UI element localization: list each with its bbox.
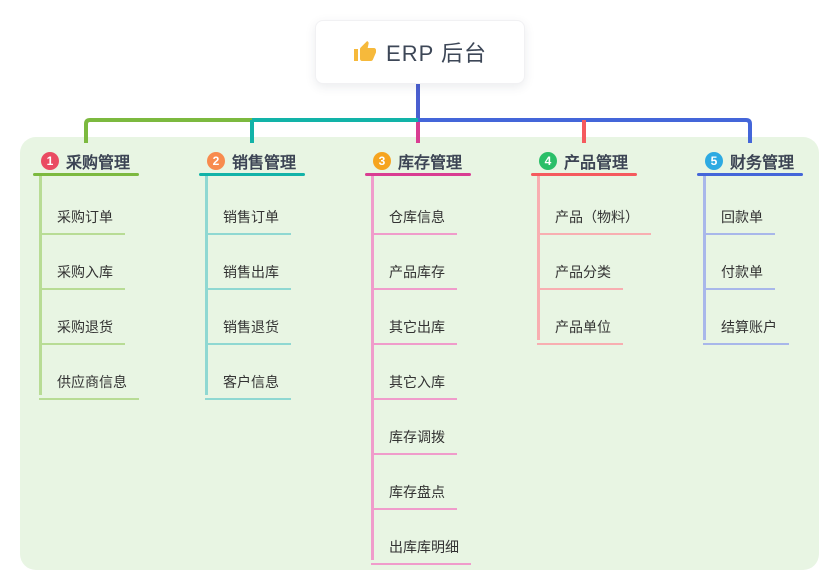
child-item[interactable]: 产品单位 [537, 309, 623, 345]
branch-number-badge: 1 [41, 152, 59, 170]
child-label: 其它入库 [389, 374, 445, 390]
branch-header-3[interactable]: 3 库存管理 [373, 149, 462, 175]
child-item[interactable]: 结算账户 [703, 309, 789, 345]
branch-header-5[interactable]: 5 财务管理 [705, 149, 794, 175]
branch-number-badge: 2 [207, 152, 225, 170]
child-label: 采购入库 [57, 264, 113, 280]
children-connector-line [205, 176, 208, 395]
child-label: 销售订单 [223, 209, 279, 225]
child-label: 库存盘点 [389, 484, 445, 500]
branches-background-panel [20, 137, 819, 570]
child-item[interactable]: 付款单 [703, 254, 775, 290]
branch-header-1[interactable]: 1 采购管理 [41, 149, 130, 175]
children-connector-line [371, 176, 374, 560]
child-item[interactable]: 采购退货 [39, 309, 125, 345]
child-label: 供应商信息 [57, 374, 127, 390]
children-connector-line [703, 176, 706, 340]
branch-number-badge: 5 [705, 152, 723, 170]
child-label: 产品（物料） [555, 209, 639, 225]
branch-label: 销售管理 [232, 155, 297, 172]
child-label: 库存调拨 [389, 429, 445, 445]
branch-number-badge: 3 [373, 152, 391, 170]
child-label: 结算账户 [721, 319, 777, 335]
children-connector-line [39, 176, 42, 395]
child-item[interactable]: 产品（物料） [537, 199, 651, 235]
root-node[interactable]: ERP 后台 [315, 20, 525, 84]
child-label: 产品单位 [555, 319, 611, 335]
child-label: 销售出库 [223, 264, 279, 280]
child-label: 回款单 [721, 209, 763, 225]
thumbs-up-icon-path [354, 41, 377, 61]
child-item[interactable]: 产品库存 [371, 254, 457, 290]
child-item[interactable]: 采购入库 [39, 254, 125, 290]
branch-label: 库存管理 [398, 155, 463, 172]
child-label: 出库库明细 [389, 539, 459, 555]
thumbs-up-icon [354, 41, 377, 61]
child-item[interactable]: 客户信息 [205, 364, 291, 400]
branch-number-badge: 4 [539, 152, 557, 170]
branch-header-4[interactable]: 4 产品管理 [539, 149, 628, 175]
child-item[interactable]: 库存盘点 [371, 474, 457, 510]
child-label: 付款单 [721, 264, 763, 280]
child-item[interactable]: 采购订单 [39, 199, 125, 235]
child-item[interactable]: 销售订单 [205, 199, 291, 235]
child-item[interactable]: 销售出库 [205, 254, 291, 290]
branch-underline [199, 173, 305, 176]
child-label: 其它出库 [389, 319, 445, 335]
branch-underline [531, 173, 637, 176]
child-item[interactable]: 其它入库 [371, 364, 457, 400]
branch-underline [33, 173, 139, 176]
branch-underline [697, 173, 803, 176]
child-label: 销售退货 [223, 319, 279, 335]
child-label: 采购订单 [57, 209, 113, 225]
branch-label: 财务管理 [730, 155, 795, 172]
child-item[interactable]: 回款单 [703, 199, 775, 235]
root-label: ERP 后台 [386, 41, 487, 66]
child-label: 产品库存 [389, 264, 445, 280]
child-label: 采购退货 [57, 319, 113, 335]
child-item[interactable]: 库存调拨 [371, 419, 457, 455]
children-connector-line [537, 176, 540, 340]
child-item[interactable]: 其它出库 [371, 309, 457, 345]
child-item[interactable]: 产品分类 [537, 254, 623, 290]
branch-underline [365, 173, 471, 176]
child-item[interactable]: 销售退货 [205, 309, 291, 345]
child-item[interactable]: 出库库明细 [371, 529, 471, 565]
branch-label: 产品管理 [564, 155, 629, 172]
child-item[interactable]: 仓库信息 [371, 199, 457, 235]
branch-header-2[interactable]: 2 销售管理 [207, 149, 296, 175]
child-label: 仓库信息 [389, 209, 445, 225]
child-label: 客户信息 [223, 374, 279, 390]
child-label: 产品分类 [555, 264, 611, 280]
branch-label: 采购管理 [66, 155, 131, 172]
child-item[interactable]: 供应商信息 [39, 364, 139, 400]
